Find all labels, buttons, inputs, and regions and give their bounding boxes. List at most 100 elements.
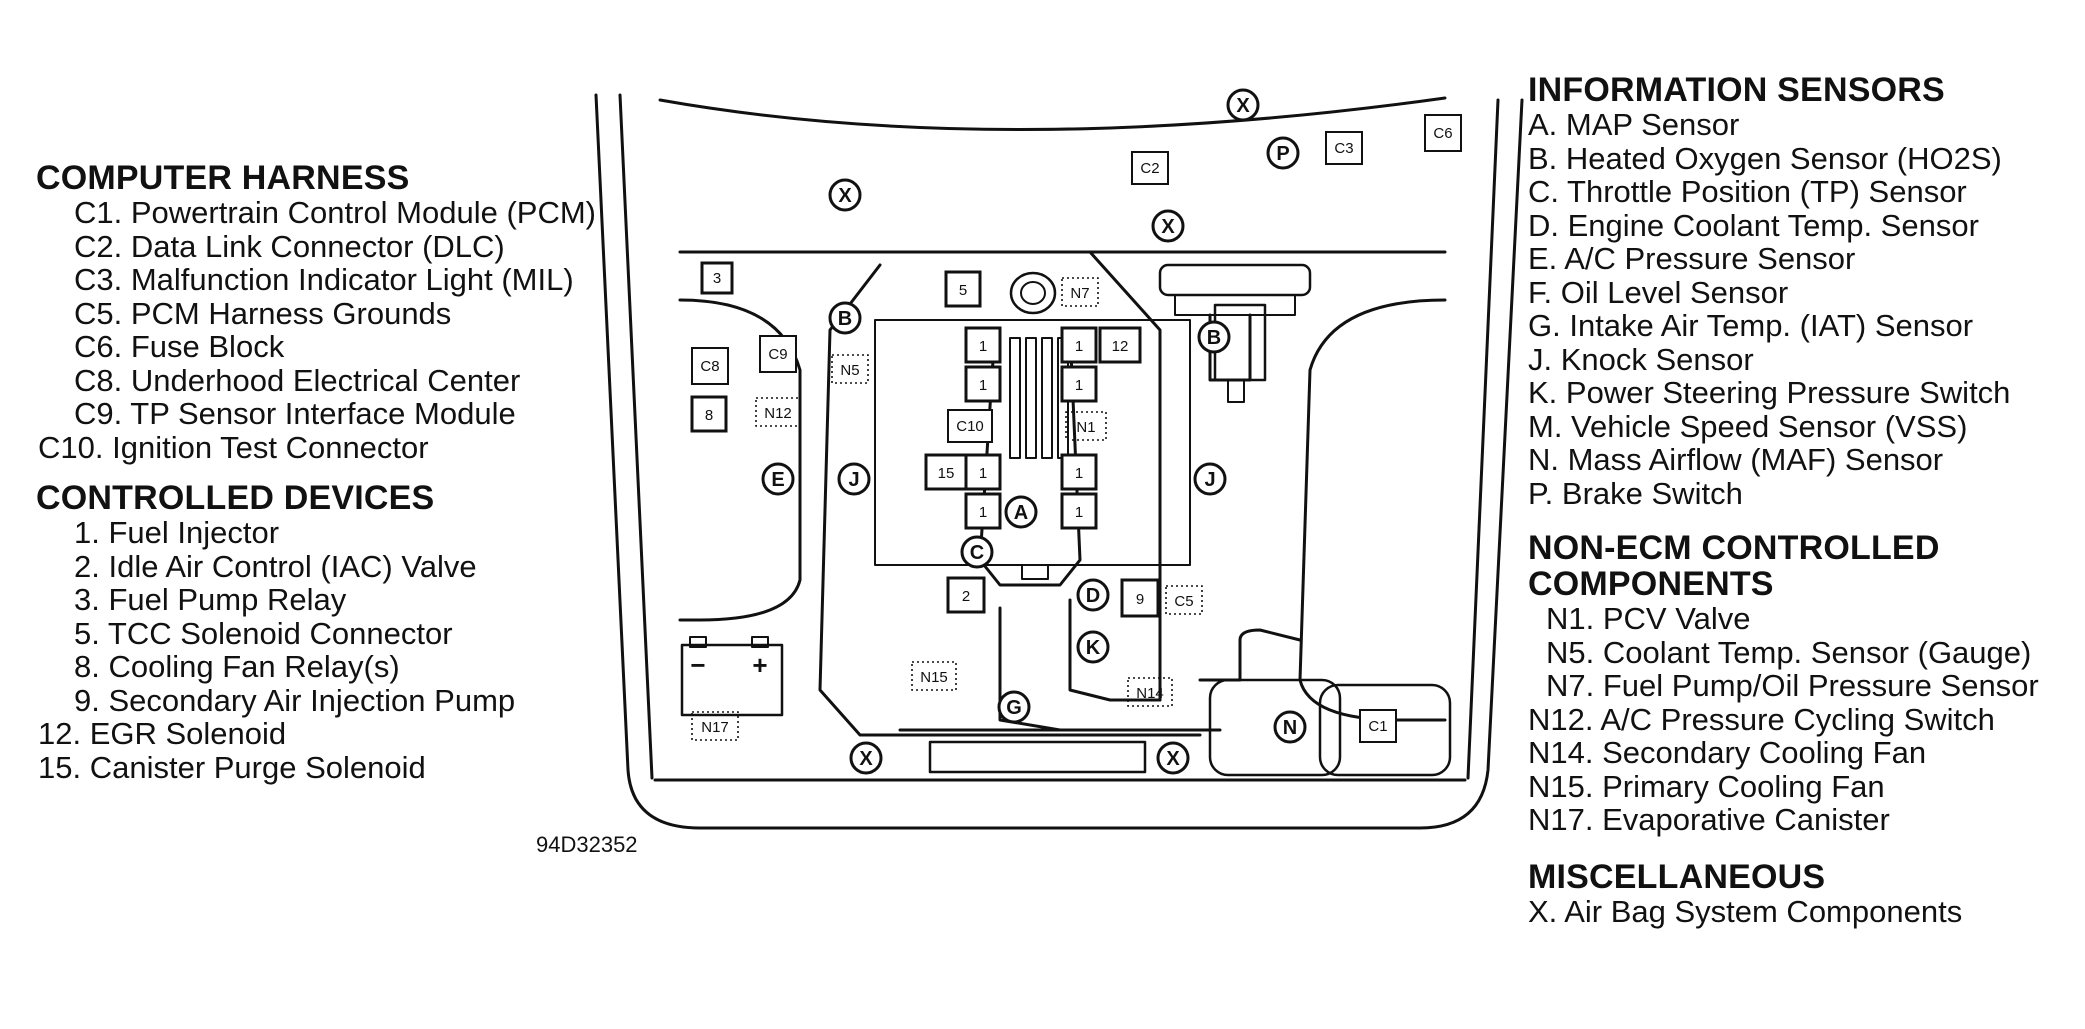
figure-id: 94D32352 (536, 832, 638, 857)
n14-secondary-cooling-fan: N14 (1127, 677, 1173, 707)
legend-item: C8. Underhood Electrical Center (74, 362, 521, 398)
legend-item: C3. Malfunction Indicator Light (MIL) (74, 262, 574, 297)
n1-pcv-valve: N1 (1065, 411, 1107, 441)
legend-item: 12. EGR Solenoid (38, 716, 287, 751)
n5-coolant-temp-sensor: N5 (831, 354, 869, 384)
airbag-marker: X (849, 741, 883, 775)
legend-item: N5. Coolant Temp. Sensor (Gauge) (1546, 634, 2032, 670)
legend-item: G. Intake Air Temp. (IAT) Sensor (1528, 308, 1974, 343)
svg-text:N17: N17 (701, 719, 729, 736)
svg-text:1: 1 (1075, 465, 1083, 482)
oil-cap (1009, 271, 1057, 315)
legend-item: N1. PCV Valve (1546, 601, 1751, 636)
svg-text:15: 15 (938, 465, 955, 482)
svg-text:1: 1 (979, 338, 987, 355)
svg-text:B: B (838, 308, 852, 330)
n7-fuel-pump-oil-pressure: N7 (1061, 277, 1099, 307)
svg-text:1: 1 (979, 377, 987, 394)
fuel-injector: 1 (964, 453, 1002, 491)
fuel-injector: 1 (1060, 492, 1098, 530)
c10-ignition-test: C10 (947, 409, 993, 443)
svg-text:J: J (848, 469, 859, 491)
fuel-injector: 1 (964, 492, 1002, 530)
svg-text:J: J (1204, 469, 1215, 491)
information-sensors-title: INFORMATION SENSORS (1528, 71, 1945, 109)
svg-text:C2: C2 (1140, 160, 1159, 177)
canister-purge-solenoid: 15 (924, 453, 968, 491)
svg-text:D: D (1086, 585, 1100, 607)
n12-ac-cycling-switch: N12 (755, 397, 801, 427)
c1-pcm: C1 (1359, 709, 1397, 743)
svg-text:X: X (859, 748, 873, 770)
cooling-fan-relay: 8 (690, 395, 728, 433)
right-legend: INFORMATION SENSORS A. MAP Sensor B. Hea… (1528, 72, 2039, 944)
svg-text:9: 9 (1136, 591, 1144, 608)
legend-item: C1. Powertrain Control Module (PCM) (74, 195, 597, 230)
legend-item: 8. Cooling Fan Relay(s) (74, 649, 400, 684)
svg-text:N5: N5 (840, 362, 859, 379)
svg-text:C9: C9 (768, 346, 787, 363)
svg-text:E: E (771, 469, 784, 491)
battery-plus: + (752, 650, 767, 680)
legend-item: 15. Canister Purge Solenoid (38, 749, 426, 785)
fuel-injector: 1 (964, 326, 1002, 364)
svg-text:N1: N1 (1076, 419, 1095, 436)
svg-text:2: 2 (962, 588, 970, 605)
map-sensor-marker: A (1004, 495, 1038, 529)
legend-item: P. Brake Switch (1528, 475, 1743, 511)
fuel-injector: 1 (1060, 453, 1098, 491)
legend-item: D. Engine Coolant Temp. Sensor (1528, 207, 1979, 243)
legend-item: C5. PCM Harness Grounds (74, 295, 452, 331)
legend-item: C. Throttle Position (TP) Sensor (1528, 174, 1967, 209)
non-ecm-title-line1: NON-ECM CONTROLLED (1528, 529, 1940, 567)
legend-item: 2. Idle Air Control (IAC) Valve (74, 548, 477, 584)
legend-item: N. Mass Airflow (MAF) Sensor (1528, 442, 1944, 477)
battery (680, 643, 784, 717)
miscellaneous-title: MISCELLANEOUS (1528, 857, 1826, 896)
left-legend: COMPUTER HARNESS C1. Powertrain Control … (36, 160, 596, 800)
legend-item: A. MAP Sensor (1528, 107, 1740, 142)
n15-primary-cooling-fan: N15 (911, 661, 957, 691)
fuel-injector: 1 (1060, 326, 1098, 364)
svg-text:N12: N12 (764, 405, 792, 422)
egr-solenoid: 12 (1098, 326, 1142, 364)
c2-connector: C2 (1131, 151, 1169, 185)
legend-item: 1. Fuel Injector (74, 515, 280, 550)
legend-item: K. Power Steering Pressure Switch (1528, 375, 2011, 410)
legend-item: N7. Fuel Pump/Oil Pressure Sensor (1546, 668, 2039, 703)
controlled-devices-title: CONTROLLED DEVICES (36, 479, 435, 517)
computer-harness-section: COMPUTER HARNESS C1. Powertrain Control … (36, 160, 596, 464)
fuel-pump-relay: 3 (700, 261, 734, 295)
svg-text:P: P (1276, 143, 1289, 165)
ps-pressure-switch-marker: K (1076, 630, 1110, 664)
svg-text:N7: N7 (1070, 285, 1089, 302)
legend-item: N14. Secondary Cooling Fan (1528, 735, 1927, 770)
n17-evap-canister: N17 (691, 711, 739, 741)
legend-item: B. Heated Oxygen Sensor (HO2S) (1528, 140, 2002, 176)
airbag-marker: X (1156, 741, 1190, 775)
svg-text:B: B (1207, 327, 1221, 349)
c5-harness-grounds: C5 (1165, 585, 1203, 615)
secondary-air-pump: 9 (1120, 578, 1160, 618)
legend-item: J. Knock Sensor (1528, 341, 1754, 377)
legend-item: M. Vehicle Speed Sensor (VSS) (1528, 408, 1968, 444)
legend-item: N15. Primary Cooling Fan (1528, 768, 1885, 804)
airbag-marker: X (1226, 88, 1260, 122)
svg-text:C8: C8 (700, 358, 719, 375)
airbag-marker: X (828, 178, 862, 212)
legend-item: 3. Fuel Pump Relay (74, 582, 347, 617)
legend-item: 5. TCC Solenoid Connector (74, 615, 453, 651)
svg-text:X: X (1236, 95, 1250, 117)
legend-item: X. Air Bag System Components (1528, 893, 1963, 929)
idle-air-control-valve: 2 (946, 576, 986, 614)
computer-harness-title: COMPUTER HARNESS (36, 159, 410, 197)
svg-text:A: A (1014, 502, 1028, 524)
svg-text:1: 1 (1075, 377, 1083, 394)
svg-text:1: 1 (979, 465, 987, 482)
c3-connector: C3 (1325, 131, 1363, 165)
svg-text:1: 1 (979, 504, 987, 521)
iat-sensor-marker: G (997, 690, 1031, 724)
battery-minus: − (690, 650, 705, 680)
legend-item: F. Oil Level Sensor (1528, 274, 1789, 310)
c9-tp-interface: C9 (759, 335, 797, 373)
